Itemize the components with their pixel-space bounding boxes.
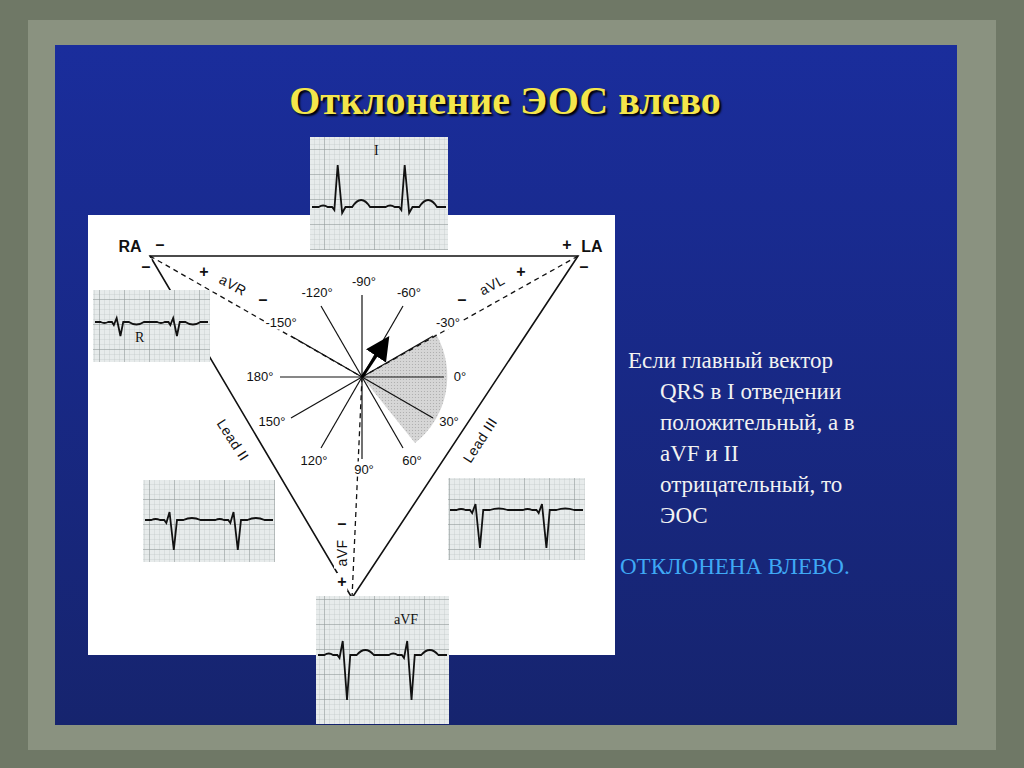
angle-label: -60° [396,285,422,300]
angle-label: -120° [300,285,333,300]
angle-label: 90° [353,462,375,477]
angle-label: -30° [435,315,461,330]
polarity-sign: – [337,515,348,533]
ecg-strip: aVF [316,596,449,724]
polarity-sign: + [198,263,209,281]
frame-inner [28,20,996,750]
ecg-strip: I [310,137,448,250]
angle-label: 0° [453,369,467,384]
polarity-sign: + [561,236,572,254]
hexaxial-lines [280,295,444,459]
ecg-waves [95,165,583,700]
angle-label: 120° [300,453,329,468]
angle-label: -90° [351,274,377,289]
polarity-sign: – [258,291,269,309]
slide-ground [55,45,957,725]
electrode-name: RA [117,238,142,256]
slide-title: Отклонение ЭОС влево [289,77,721,124]
ecg-trace [95,318,208,336]
polarity-sign: – [579,258,590,276]
ecg-trace [312,165,446,213]
electrode-name: LA [580,238,603,256]
ecg-trace [318,641,447,700]
lead-name: R [135,330,144,346]
polarity-sign: – [155,236,166,254]
polarity-sign: + [515,263,526,281]
lead-name: aVF [394,612,418,628]
ecg-trace [450,504,583,548]
angle-label: 60° [401,453,423,468]
angle-label: -150° [264,315,297,330]
angle-label: 30° [438,414,460,429]
diagram-panel [88,215,615,655]
polarity-sign: + [336,573,347,591]
normal-sector [362,334,447,443]
angle-label: 180° [246,369,275,384]
ecg-trace [145,512,273,550]
conclusion-text: ОТКЛОНЕНА ВЛЕВО. [620,551,850,582]
polarity-sign: – [457,291,468,309]
polarity-sign: – [141,258,152,276]
explanation-text: Если главный вектор QRS в I отведении по… [628,345,882,531]
ecg-strips [93,137,585,724]
axis-line [321,306,403,448]
lead-name: I [374,143,379,159]
axis-line [291,336,433,418]
lead-name: aVF [334,537,350,568]
ecg-strip: R [93,290,210,362]
angle-label: 150° [258,414,287,429]
axis-arrow [362,341,386,377]
